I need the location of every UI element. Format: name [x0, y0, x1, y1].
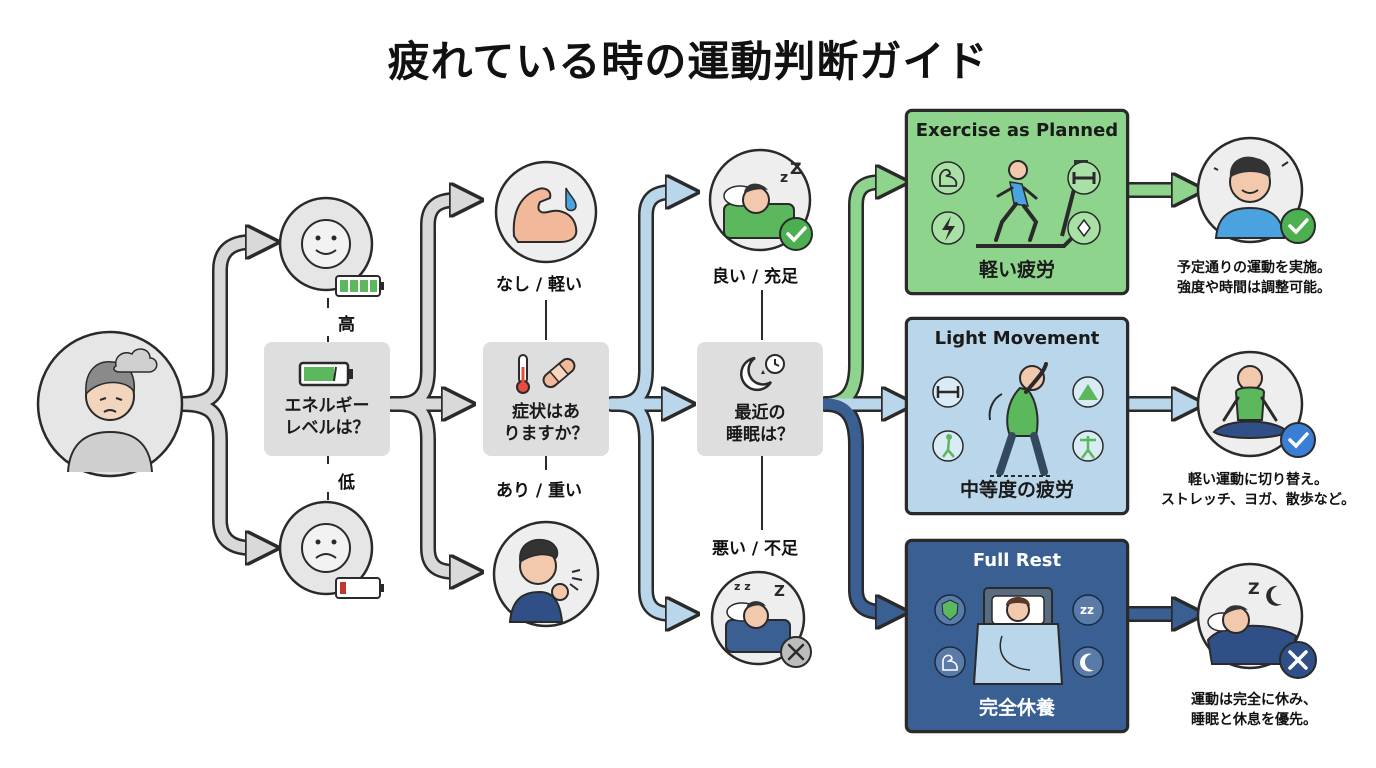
outcome-rest-desc-line2: 睡眠と休息を優先。 [1191, 712, 1317, 729]
sleep-bad-label: 悪い / 不足 [712, 539, 799, 559]
sleeping-person-icon: Z [1196, 562, 1304, 670]
page-title: 疲れている時の運動判断ガイド [387, 37, 989, 86]
arrows-symptoms-out [604, 192, 672, 614]
symptoms-line2: りますか？ [503, 424, 589, 444]
symptoms-node: 症状はあ りますか？ [483, 342, 609, 456]
bandage-icon [542, 357, 576, 388]
svg-text:z z: z z [734, 580, 751, 593]
check-icon [779, 217, 813, 251]
yoga-pose-icon [1072, 376, 1104, 408]
sad-face-icon [278, 500, 374, 596]
low-battery-icon [335, 577, 384, 599]
exercise-pose-icon [1072, 430, 1104, 462]
walking-person-icon [932, 430, 964, 462]
svg-text:z: z [780, 170, 788, 186]
arrows-results [1122, 190, 1178, 614]
symptoms-line1: 症状はあ [512, 401, 580, 422]
outcome-rest-card: Full Rest 完全休養 [906, 540, 1128, 732]
moon-icon [1072, 646, 1104, 678]
full-battery-icon [335, 275, 384, 297]
moon-clock-icon [739, 353, 785, 391]
outcome-light-desc: 軽い運動に切り替え。 ストレッチ、ヨガ、散歩など。 [1146, 470, 1370, 511]
dumbbell-icon [932, 376, 964, 408]
tired-person-icon [36, 330, 184, 478]
bed-rest-icon [972, 587, 1064, 685]
outcome-exercise-desc: 予定通りの運動を実施。 強度や時間は調整可能。 [1154, 258, 1354, 299]
close-icon [1279, 641, 1317, 679]
lightning-icon [931, 211, 965, 245]
sleep-node: 最近の 睡眠は？ [697, 342, 823, 456]
sleep-hand-icon: zz [1072, 594, 1104, 626]
arrows-energy [174, 242, 252, 548]
energy-level-line1: エネルギー [284, 395, 370, 416]
muscle-icon [931, 161, 965, 195]
outcome-light-title: Light Movement [934, 328, 1100, 349]
sleep-line2: 睡眠は？ [726, 425, 794, 445]
outcome-light-card: Light Movement 中等度の疲労 [906, 318, 1128, 514]
check-icon [1280, 422, 1316, 458]
sleep-line1: 最近の [734, 402, 786, 423]
outcome-exercise-desc-line2: 強度や時間は調整可能。 [1177, 280, 1331, 297]
energy-level-node: エネルギー レベルは？ [264, 342, 390, 456]
svg-text:zz: zz [1080, 603, 1094, 617]
svg-text:Z: Z [1248, 579, 1260, 598]
battery-icon [298, 361, 353, 387]
coughing-person-icon [492, 520, 600, 628]
outcome-exercise-desc-line1: 予定通りの運動を実施。 [1177, 260, 1331, 276]
outcome-rest-subtitle: 完全休養 [978, 697, 1055, 719]
arrows-sleep-out [818, 182, 888, 612]
outcome-light-subtitle: 中等度の疲労 [959, 479, 1074, 501]
happy-person-icon [1196, 136, 1304, 244]
outcome-rest-desc: 運動は完全に休み、 睡眠と休息を優先。 [1154, 690, 1354, 731]
muscle-icon [934, 646, 966, 678]
outcome-rest-desc-line1: 運動は完全に休み、 [1191, 692, 1317, 708]
outcome-rest-title: Full Rest [972, 550, 1062, 571]
energy-low-label: 低 [338, 473, 355, 493]
outcome-exercise-title: Exercise as Planned [915, 120, 1119, 141]
energy-high-label: 高 [338, 315, 355, 335]
check-icon [1280, 208, 1316, 244]
svg-text:Z: Z [774, 582, 785, 600]
outcome-exercise-subtitle: 軽い疲労 [978, 259, 1055, 281]
outcome-light-desc-line2: ストレッチ、ヨガ、散歩など。 [1160, 492, 1356, 509]
medal-icon [1067, 211, 1101, 245]
label-connectors [327, 290, 763, 530]
meditation-icon [1196, 350, 1304, 458]
close-icon [780, 636, 812, 668]
muscle-icon [494, 160, 598, 264]
outcome-light-desc-line1: 軽い運動に切り替え。 [1188, 472, 1328, 488]
shield-icon [934, 594, 966, 626]
thermometer-icon [516, 353, 530, 394]
symptoms-yes-label: あり / 重い [496, 481, 583, 501]
svg-text:Z: Z [790, 159, 802, 178]
happy-face-icon [278, 196, 374, 292]
stretching-person-icon [988, 362, 1050, 477]
dumbbell-icon [1067, 161, 1101, 195]
symptoms-none-label: なし / 軽い [496, 275, 583, 295]
arrows-energy-out [384, 200, 456, 572]
sleeping-person-icon: z z Z [710, 570, 806, 666]
energy-level-line2: レベルは？ [284, 418, 370, 438]
outcome-exercise-card: Exercise as Planned 軽い疲労 [906, 110, 1128, 294]
sleep-good-label: 良い / 充足 [712, 267, 799, 287]
